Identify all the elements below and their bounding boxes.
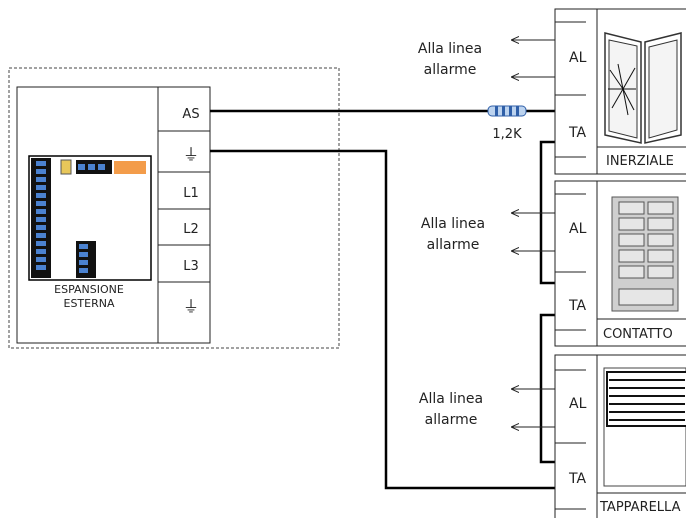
sensor-tapparella-name: TAPPARELLA [599, 500, 681, 515]
terminal-l3: L3 [183, 259, 199, 274]
alarm-line-label-2a: Alla linea [421, 216, 485, 232]
expansion-board-icon [28, 155, 152, 281]
expansion-label-line2: ESTERNA [64, 297, 115, 310]
resistor-icon [487, 105, 527, 117]
alarm-line-label-1a: Alla linea [418, 41, 482, 57]
terminal-l1: L1 [183, 186, 199, 201]
alarm-line-label-2b: allarme [427, 237, 480, 253]
wire-ground [210, 149, 556, 490]
alarm-line-label-1b: allarme [424, 62, 477, 78]
sensor-inerziale-name: INERZIALE [606, 154, 674, 169]
terminal-ground-1: ⏚ [183, 145, 199, 164]
sensor-contatto-ta: TA [568, 298, 586, 314]
sensor-contatto-al: AL [569, 221, 587, 237]
sensor-contatto: AL TA CONTATTO [554, 180, 686, 347]
shutter-icon [603, 367, 686, 487]
resistor-value: 1,2K [492, 127, 522, 142]
sensor-tapparella: AL TA TAPPARELLA [554, 354, 686, 518]
alarm-line-group-3: Alla linea allarme [419, 389, 555, 428]
vibration-glass-icon [604, 32, 682, 144]
sensor-contatto-name: CONTATTO [603, 327, 673, 342]
terminal-as: AS [182, 107, 199, 122]
terminal-ground-2: ⏚ [183, 297, 199, 316]
sensor-tapparella-al: AL [569, 396, 587, 412]
sensor-tapparella-ta: TA [568, 471, 586, 487]
alarm-line-group-1: Alla linea allarme [418, 40, 555, 78]
alarm-line-group-2: Alla linea allarme [421, 213, 555, 253]
expansion-dashed-frame [8, 67, 340, 349]
terminal-l2: L2 [183, 222, 199, 237]
keypad-contact-icon [611, 196, 679, 312]
alarm-line-label-3b: allarme [425, 412, 478, 428]
expansion-label-line1: ESPANSIONE [54, 283, 124, 296]
sensor-inerziale-ta: TA [568, 125, 586, 141]
terminal-block [158, 130, 210, 283]
sensor-inerziale: AL TA INERZIALE [554, 8, 686, 175]
alarm-line-label-3a: Alla linea [419, 391, 483, 407]
sensor-inerziale-al: AL [569, 50, 587, 66]
